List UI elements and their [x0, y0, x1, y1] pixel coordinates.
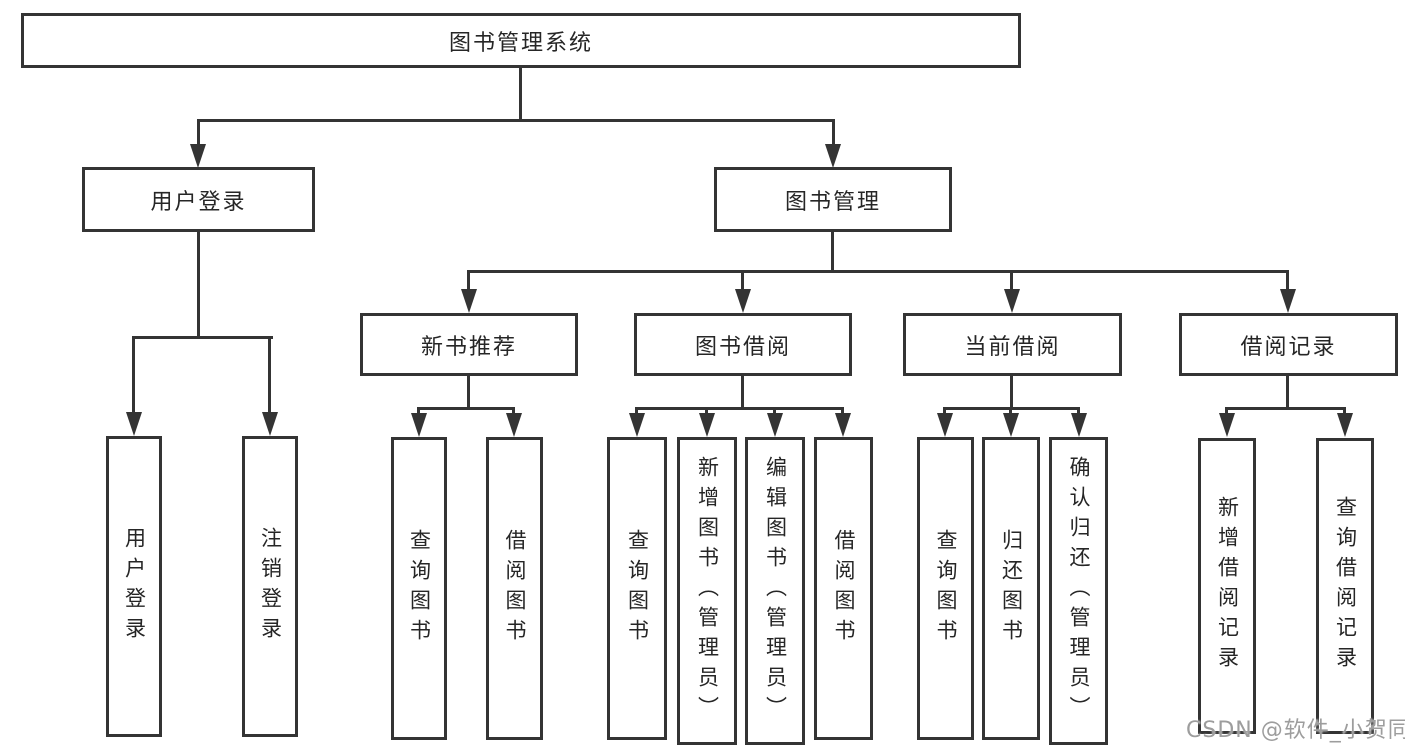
node-book-borrowing: 图书借阅: [634, 313, 852, 376]
arrow-down-icon: [825, 144, 841, 168]
edge-v-line: [1286, 376, 1289, 407]
edge-v-line: [512, 407, 515, 415]
leaf-query-books-recommend: 查询图书: [391, 437, 447, 740]
leaf-add-books-admin: 新增图书（管理员）: [677, 437, 737, 745]
edge-v-line: [132, 336, 135, 414]
edge-h-line: [197, 119, 835, 122]
edge-h-line: [635, 407, 844, 410]
leaf-query-books-current: 查询图书: [917, 437, 974, 740]
node-user-login: 用户登录: [82, 167, 315, 232]
arrow-down-icon: [126, 412, 142, 436]
edge-v-line: [635, 407, 638, 415]
edge-v-line: [417, 407, 420, 415]
arrow-down-icon: [1071, 413, 1087, 437]
arrow-down-icon: [1219, 413, 1235, 437]
arrow-down-icon: [1003, 413, 1019, 437]
leaf-return-books: 归还图书: [982, 437, 1040, 740]
edge-v-line: [841, 407, 844, 415]
leaf-user-login: 用户登录: [106, 436, 162, 737]
leaf-confirm-return-admin: 确认归还（管理员）: [1049, 437, 1108, 745]
edge-v-line: [197, 119, 200, 147]
edge-h-line: [467, 270, 1289, 273]
leaf-query-books-borrowing: 查询图书: [607, 437, 667, 740]
arrow-down-icon: [190, 144, 206, 168]
arrow-down-icon: [461, 289, 477, 313]
node-new-book-recommendation: 新书推荐: [360, 313, 578, 376]
edge-v-line: [741, 376, 744, 407]
edge-v-line: [1286, 270, 1289, 291]
arrow-down-icon: [1280, 289, 1296, 313]
edge-v-line: [519, 67, 522, 119]
arrow-down-icon: [629, 413, 645, 437]
arrow-down-icon: [506, 413, 522, 437]
arrow-down-icon: [1004, 289, 1020, 313]
edge-v-line: [832, 119, 835, 147]
arrow-down-icon: [835, 413, 851, 437]
leaf-borrow-books-borrowing: 借阅图书: [814, 437, 873, 740]
edge-v-line: [1010, 376, 1013, 407]
edge-v-line: [773, 407, 776, 415]
leaf-logout-login: 注销登录: [242, 436, 298, 737]
arrow-down-icon: [735, 289, 751, 313]
node-borrowing-records: 借阅记录: [1179, 313, 1398, 376]
edge-v-line: [467, 270, 470, 291]
edge-v-line: [705, 407, 708, 415]
edge-h-line: [1225, 407, 1346, 410]
edge-h-line: [417, 407, 515, 410]
edge-h-line: [132, 336, 273, 339]
edge-v-line: [1225, 407, 1228, 415]
node-library-management-system: 图书管理系统: [21, 13, 1021, 68]
arrow-down-icon: [1337, 413, 1353, 437]
edge-v-line: [1009, 407, 1012, 415]
arrow-down-icon: [699, 413, 715, 437]
edge-v-line: [943, 407, 946, 415]
edge-v-line: [741, 270, 744, 291]
arrow-down-icon: [937, 413, 953, 437]
edge-v-line: [1010, 270, 1013, 291]
leaf-edit-books-admin: 编辑图书（管理员）: [745, 437, 805, 745]
edge-v-line: [467, 376, 470, 407]
leaf-add-borrow-record: 新增借阅记录: [1198, 438, 1256, 734]
leaf-borrow-books-recommend: 借阅图书: [486, 437, 543, 740]
leaf-query-borrow-record: 查询借阅记录: [1316, 438, 1374, 734]
edge-v-line: [1077, 407, 1080, 415]
edge-v-line: [268, 336, 271, 414]
csdn-watermark: CSDN @软件_小贺同学: [1186, 718, 1405, 743]
edge-v-line: [1343, 407, 1346, 415]
edge-v-line: [197, 231, 200, 336]
node-book-management: 图书管理: [714, 167, 952, 232]
edge-v-line: [831, 231, 834, 270]
arrow-down-icon: [767, 413, 783, 437]
node-current-borrowing: 当前借阅: [903, 313, 1122, 376]
arrow-down-icon: [262, 412, 278, 436]
arrow-down-icon: [411, 413, 427, 437]
